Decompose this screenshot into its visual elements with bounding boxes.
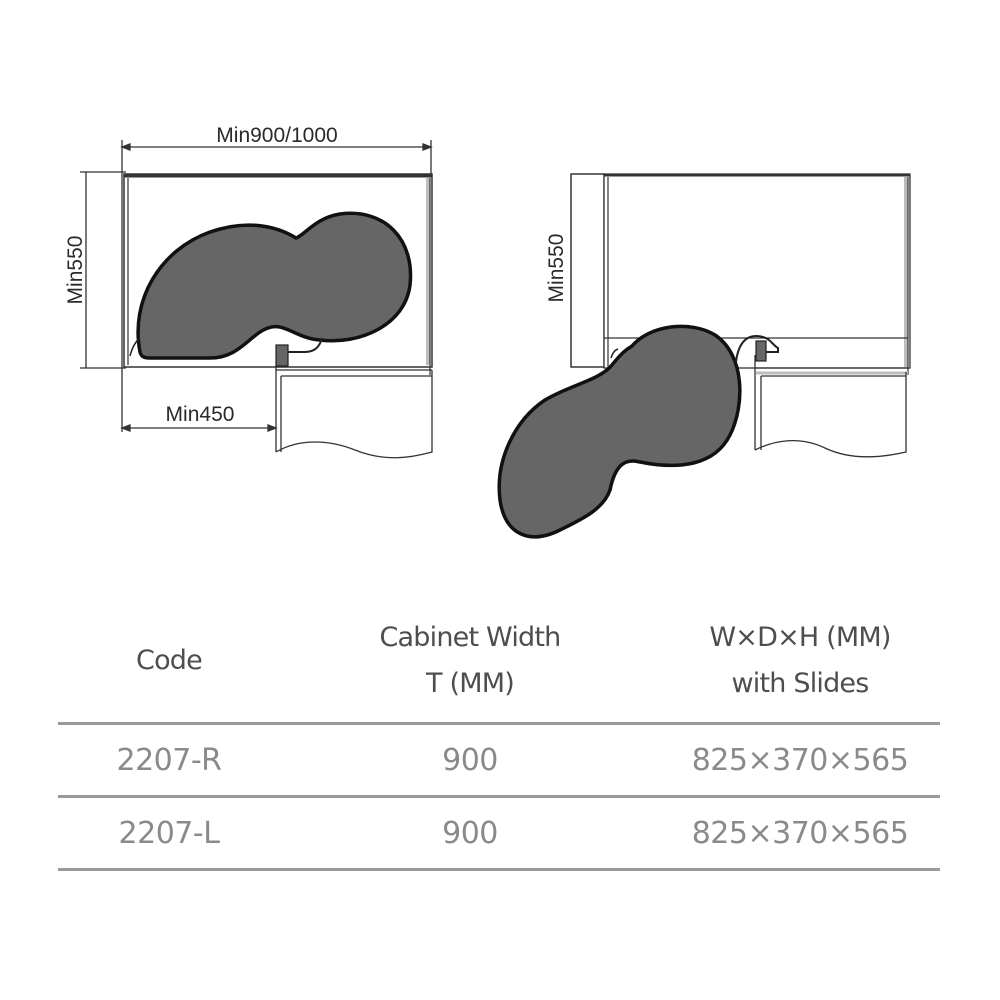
- hinge-fitting-right: [610, 334, 779, 363]
- depth-dimension-label-right: Min550: [545, 234, 568, 303]
- opening-dimension-label: Min450: [166, 403, 235, 426]
- opening-dimension-line: [120, 424, 278, 432]
- header-cabinet-width-line1: Cabinet Width: [379, 622, 562, 653]
- left-view-closed: Min900/1000 Min550 Min450: [64, 124, 433, 459]
- depth-dimension-line: [80, 171, 126, 369]
- cell-cabinet-width: 900: [442, 742, 498, 778]
- table-row: 2207-R 900 825×370×565: [58, 725, 940, 795]
- cell-dimensions: 825×370×565: [691, 742, 909, 778]
- header-dimensions: W×D×H (MM) with Slides: [660, 615, 940, 707]
- cell-cabinet-width: 900: [442, 815, 498, 851]
- spec-table: Code Cabinet Width T (MM) W×D×H (MM) wit…: [58, 600, 940, 871]
- right-view-pulled-out: Min550: [497, 173, 911, 539]
- header-cabinet-width: Cabinet Width T (MM): [280, 615, 660, 707]
- corner-unit-diagrams: Min900/1000 Min550 Min450: [64, 124, 911, 539]
- table-row: 2207-L 900 825×370×565: [58, 798, 940, 868]
- table-divider: [58, 722, 940, 725]
- header-dimensions-line2: with Slides: [731, 668, 869, 699]
- table-divider: [58, 868, 940, 871]
- width-dimension-line: [120, 140, 433, 432]
- header-code-label: Code: [136, 645, 203, 676]
- depth-dimension-label-left: Min550: [64, 236, 87, 305]
- table-header-row: Code Cabinet Width T (MM) W×D×H (MM) wit…: [58, 600, 940, 722]
- table-divider: [58, 795, 940, 798]
- kidney-shelf-closed: [136, 211, 413, 360]
- header-dimensions-line1: W×D×H (MM): [709, 622, 891, 653]
- width-dimension-label: Min900/1000: [216, 124, 337, 147]
- depth-dimension-line-right: [570, 173, 605, 368]
- cell-code: 2207-R: [116, 742, 222, 778]
- cell-code: 2207-L: [118, 815, 220, 851]
- cell-dimensions: 825×370×565: [691, 815, 909, 851]
- hinge-fitting-left: [129, 337, 323, 367]
- header-cabinet-width-line2: T (MM): [426, 668, 515, 699]
- header-code: Code: [58, 638, 280, 684]
- kidney-shelf-pulled-out: [497, 324, 742, 539]
